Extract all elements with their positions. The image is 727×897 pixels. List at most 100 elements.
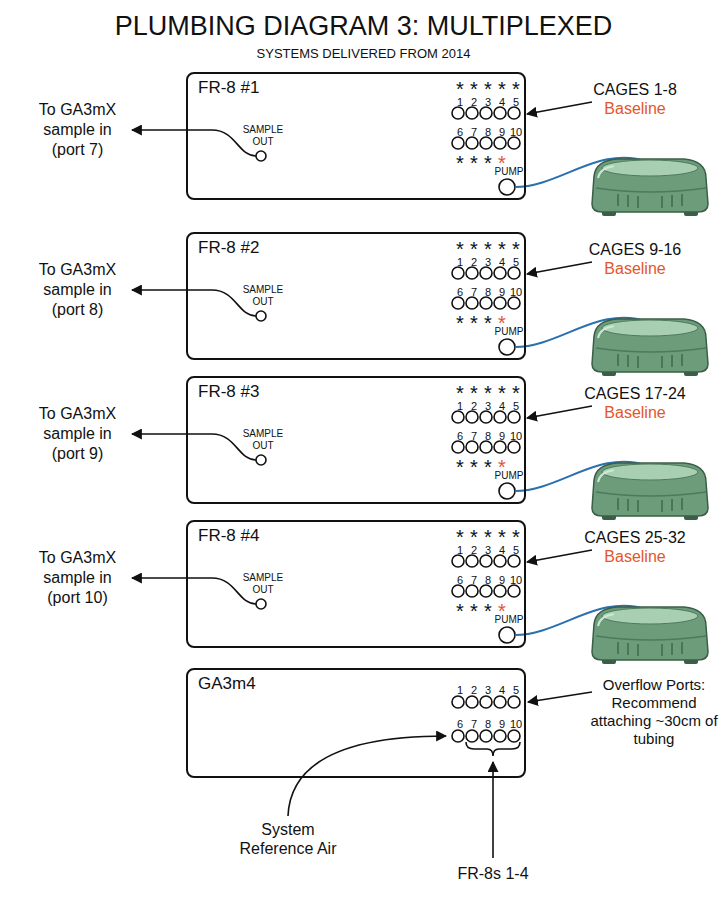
baseline-note: Baseline [560,547,710,566]
port-number: 8 [480,718,496,730]
box-heading: FR-8 #4 [198,526,259,546]
destination-note: To GA3mX sample in (port 10) [30,548,125,608]
active-marker: * [452,457,468,477]
port-label: PUMP [494,326,524,338]
port-circle [466,107,478,119]
active-marker: * [480,153,496,173]
port-circle [499,483,515,499]
port-label: PUMP [494,614,524,626]
port-label: SAMPLE OUT [238,572,288,596]
port-number: 3 [480,96,496,108]
active-marker: * [452,153,468,173]
port-number: 1 [452,256,468,268]
subtitle: SYSTEMS DELIVERED FROM 2014 [0,46,727,62]
baseline-note: Baseline [560,403,710,422]
port-circle [480,137,492,149]
port-number: 5 [508,400,524,412]
port-number: 9 [494,718,510,730]
port-number: 3 [480,400,496,412]
box-heading: GA3m4 [198,674,256,694]
port-number: 5 [508,256,524,268]
port-circle [452,411,464,423]
port-circle [466,585,478,597]
port-number: 2 [466,400,482,412]
port-number: 6 [452,574,468,586]
port-circle [494,730,506,742]
port-circle [499,179,515,195]
fr8-3-plumbing [132,406,648,491]
port-circle [466,297,478,309]
port-number: 1 [452,544,468,556]
flow-box: FR-8 #1SAMPLE OUT*****12345678910****PUM… [186,72,526,200]
port-circle [508,267,520,279]
active-marker: * [480,601,496,621]
box-heading: FR-8 #1 [198,78,259,98]
port-circle [494,441,506,453]
port-number: 7 [466,126,482,138]
port-number: 8 [480,430,496,442]
port-number: 7 [466,574,482,586]
port-number: 2 [466,544,482,556]
flow-box: FR-8 #4SAMPLE OUT*****12345678910****PUM… [186,520,526,648]
port-circle [508,585,520,597]
port-number: 8 [480,126,496,138]
port-number: 10 [508,430,524,442]
port-circle [466,411,478,423]
port-number: 7 [466,430,482,442]
reference-air-note: System Reference Air [238,820,338,858]
port-number: 8 [480,286,496,298]
port-circle [494,585,506,597]
port-number: 3 [480,544,496,556]
port-circle [452,107,464,119]
port-number: 9 [494,286,510,298]
port-circle [480,585,492,597]
active-marker: * [466,601,482,621]
active-marker: * [480,313,496,333]
port-circle [452,585,464,597]
port-number: 4 [494,544,510,556]
port-number: 6 [452,718,468,730]
port-number: 2 [466,684,482,696]
destination-note: To GA3mX sample in (port 7) [30,100,125,160]
active-marker: * [466,313,482,333]
analyzer-box: GA3m412345678910 [186,668,526,778]
port-circle [508,730,520,742]
port-label: SAMPLE OUT [238,428,288,452]
port-number: 4 [494,400,510,412]
port-number: 8 [480,574,496,586]
port-label: PUMP [494,166,524,178]
port-label: SAMPLE OUT [238,124,288,148]
port-circle [452,297,464,309]
port-number: 10 [508,286,524,298]
port-circle [499,627,515,643]
port-circle [494,696,506,708]
port-circle [256,151,266,161]
port-number: 1 [452,684,468,696]
port-circle [508,297,520,309]
baseline-note: Baseline [560,99,710,118]
cage-range: CAGES 17-24 [560,384,710,403]
port-number: 1 [452,400,468,412]
port-circle [466,137,478,149]
port-number: 7 [466,286,482,298]
port-number: 3 [480,256,496,268]
fr8-1-plumbing [132,102,648,187]
port-circle [494,137,506,149]
port-circle [466,696,478,708]
port-circle [452,441,464,453]
air-pump [592,159,708,216]
destination-note: To GA3mX sample in (port 9) [30,404,125,464]
active-marker: * [452,313,468,333]
port-circle [508,411,520,423]
port-circle [494,267,506,279]
port-circle [480,267,492,279]
overflow-note: Overflow Ports: Recommend attaching ~30c… [590,676,718,748]
port-circle [508,696,520,708]
port-circle [494,297,506,309]
port-number: 10 [508,718,524,730]
port-number: 7 [466,718,482,730]
port-circle [480,107,492,119]
port-number: 9 [494,126,510,138]
port-number: 9 [494,430,510,442]
ga3m4-plumbing [288,692,592,858]
